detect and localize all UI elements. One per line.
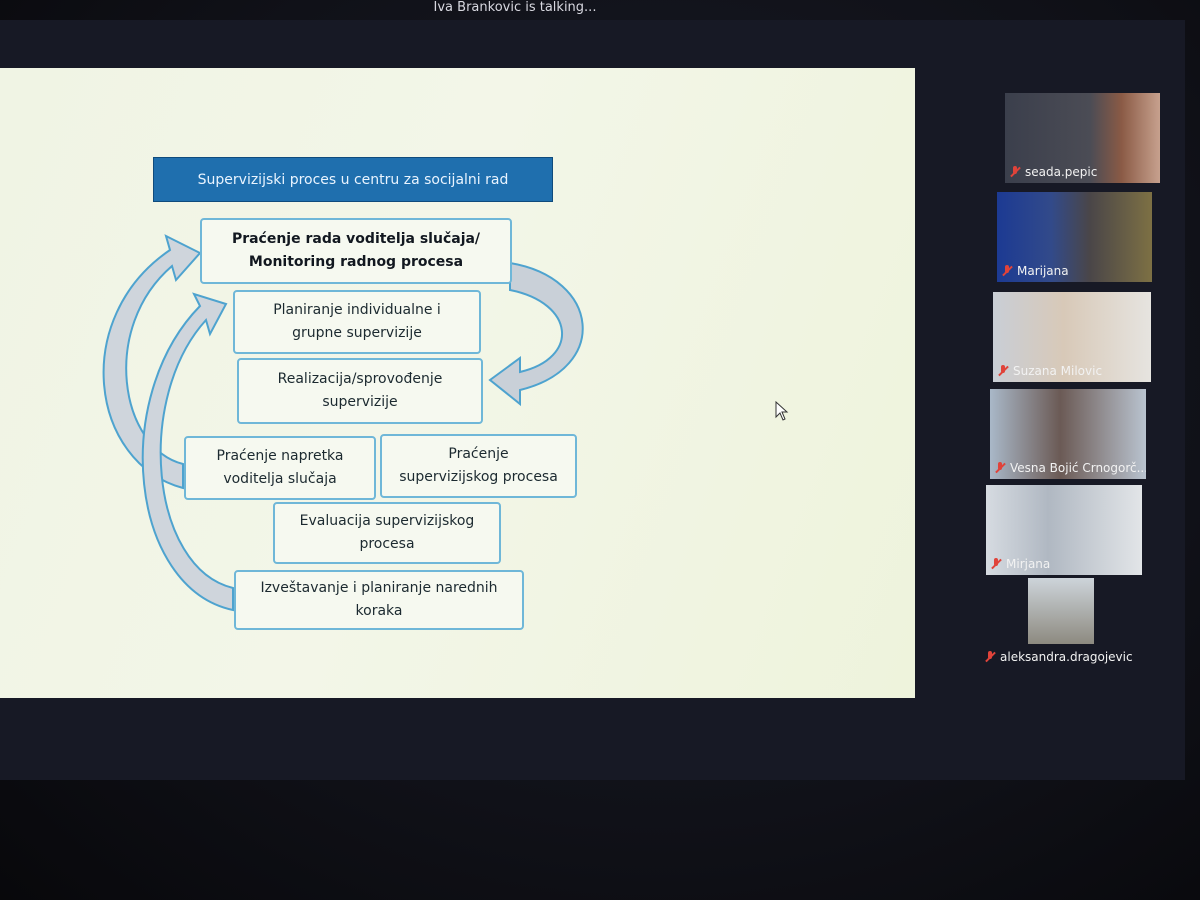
step-monitoring-line1: Praćenje rada voditelja slučaja/ bbox=[231, 231, 481, 247]
step-reporting-box: Izveštavanje i planiranje narednih koraka bbox=[234, 570, 524, 630]
muted-microphone-icon bbox=[994, 462, 1006, 474]
participant-tile[interactable]: aleksandra.dragojevic bbox=[988, 578, 1133, 664]
left-outer-arrow bbox=[102, 234, 202, 490]
step-reporting-line2: koraka bbox=[355, 603, 403, 619]
participant-tile[interactable]: seada.pepic bbox=[1005, 93, 1160, 183]
step-process-monitoring-line2: supervizijskog procesa bbox=[399, 469, 558, 485]
step-evaluation-line1: Evaluacija supervizijskog bbox=[299, 513, 475, 529]
step-planning-line2: grupne supervizije bbox=[292, 325, 422, 341]
muted-microphone-icon bbox=[1009, 166, 1021, 178]
muted-microphone-icon bbox=[1001, 265, 1013, 277]
muted-microphone-icon bbox=[997, 365, 1009, 377]
zoom-window: Iva Brankovic is talking... Supervizijsk… bbox=[0, 0, 1185, 780]
cycle-arrows bbox=[102, 234, 584, 612]
shared-slide: Supervizijski proces u centru za socijal… bbox=[0, 68, 915, 698]
step-monitoring-line2: Monitoring radnog procesa bbox=[248, 254, 464, 270]
step-realization-line1: Realizacija/sprovođenje bbox=[277, 371, 443, 387]
participant-name: Vesna Bojić Crnogorč... bbox=[1010, 461, 1146, 475]
step-evaluation-line2: procesa bbox=[359, 536, 415, 552]
step-progress-line2: voditelja slučaja bbox=[223, 471, 337, 487]
participant-name: seada.pepic bbox=[1025, 165, 1098, 179]
muted-microphone-icon bbox=[990, 558, 1002, 570]
muted-microphone-icon bbox=[984, 651, 996, 663]
step-evaluation-box: Evaluacija supervizijskog procesa bbox=[273, 502, 501, 564]
participant-name: Marijana bbox=[1017, 264, 1069, 278]
step-reporting-line1: Izveštavanje i planiranje narednih bbox=[260, 580, 498, 596]
left-inner-arrow bbox=[141, 292, 234, 612]
participant-tile[interactable]: Suzana Milovic bbox=[993, 292, 1151, 382]
right-cycle-arrow bbox=[488, 261, 584, 407]
participant-tile[interactable]: Mirjana bbox=[986, 485, 1142, 575]
participant-name: aleksandra.dragojevic bbox=[1000, 650, 1133, 664]
slide-title: Supervizijski proces u centru za socijal… bbox=[153, 157, 553, 202]
step-monitoring-box: Praćenje rada voditelja slučaja/Monitori… bbox=[200, 218, 512, 284]
participant-tile[interactable]: Marijana bbox=[997, 192, 1152, 282]
participant-tile[interactable]: Vesna Bojić Crnogorč... bbox=[990, 389, 1146, 479]
step-progress-line1: Praćenje napretka bbox=[216, 448, 344, 464]
step-realization-line2: supervizije bbox=[322, 394, 398, 410]
step-planning-line1: Planiranje individualne i bbox=[273, 302, 441, 318]
step-realization-box: Realizacija/sprovođenje supervizije bbox=[237, 358, 483, 424]
step-planning-box: Planiranje individualne i grupne superviz… bbox=[233, 290, 481, 354]
step-process-monitoring-line1: Praćenje bbox=[448, 446, 509, 462]
step-process-monitoring-box: Praćenje supervizijskog procesa bbox=[380, 434, 577, 498]
mouse-pointer-icon bbox=[775, 401, 789, 421]
active-speaker-indicator: Iva Brankovic is talking... bbox=[433, 0, 597, 15]
participant-name: Suzana Milovic bbox=[1013, 364, 1103, 378]
participant-name: Mirjana bbox=[1006, 557, 1051, 571]
step-progress-box: Praćenje napretka voditelja slučaja bbox=[184, 436, 376, 500]
